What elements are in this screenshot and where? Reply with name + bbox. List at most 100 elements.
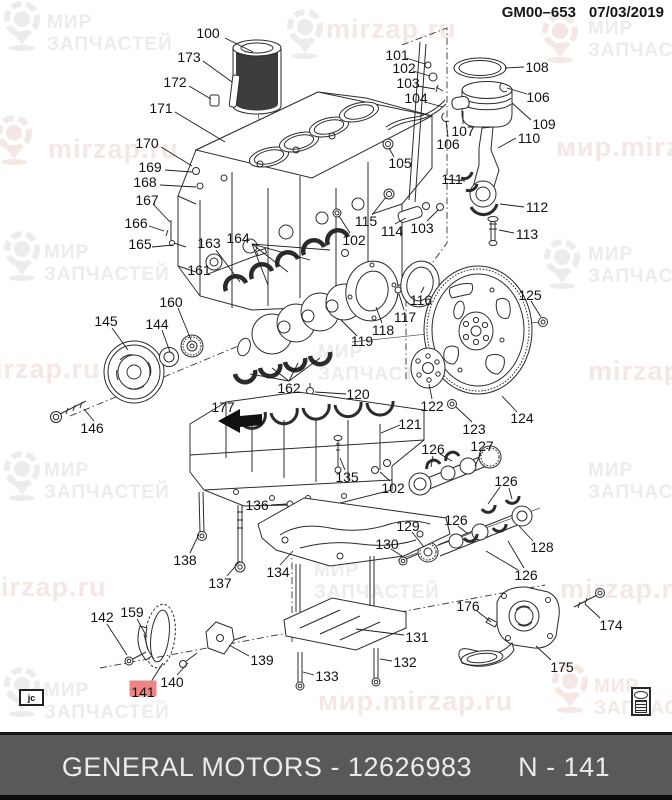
part-label[interactable]: 133: [315, 668, 339, 684]
part-label[interactable]: 130: [375, 536, 399, 552]
part-label[interactable]: 119: [351, 333, 374, 349]
part-label[interactable]: 144: [145, 316, 169, 332]
crankshaft-drawing: [223, 227, 440, 395]
part-label[interactable]: 161: [187, 262, 211, 278]
small-hardware-right: [332, 61, 447, 223]
part-label[interactable]: 114: [381, 223, 404, 239]
part-label[interactable]: 126: [421, 441, 445, 457]
view-arrow-177: [218, 409, 262, 433]
part-label[interactable]: 177: [211, 399, 235, 415]
part-label[interactable]: 173: [177, 49, 201, 65]
part-label[interactable]: 172: [163, 74, 187, 90]
small-hardware-left: [165, 74, 241, 248]
part-label[interactable]: 108: [525, 59, 549, 75]
part-label[interactable]: 102: [381, 480, 405, 496]
balance-shaft-drawing: [398, 445, 533, 566]
bedplate-drawing: [189, 391, 425, 508]
part-label[interactable]: 168: [133, 174, 157, 190]
part-label[interactable]: 136: [245, 497, 269, 513]
part-label[interactable]: 127: [470, 438, 494, 454]
part-label[interactable]: 137: [208, 575, 232, 591]
part-label[interactable]: 104: [404, 90, 428, 106]
part-label[interactable]: 126: [514, 567, 538, 583]
part-label[interactable]: 128: [530, 539, 554, 555]
part-label[interactable]: 121: [398, 416, 422, 432]
part-label[interactable]: 134: [266, 564, 290, 580]
part-label[interactable]: 167: [135, 192, 159, 208]
stamp-oval: [634, 691, 648, 699]
part-label[interactable]: 126: [494, 473, 518, 489]
highlight-box: [129, 680, 157, 697]
footer-title: GENERAL MOTORS - 12626983: [61, 752, 473, 782]
part-label[interactable]: 125: [518, 287, 542, 303]
corner-mark: jc: [19, 689, 44, 706]
part-label[interactable]: 101: [385, 47, 409, 63]
windage-tray-drawing: [257, 497, 451, 567]
oil-pan-baffle-drawing: [283, 556, 407, 691]
part-label[interactable]: 105: [388, 155, 412, 171]
part-label[interactable]: 100: [196, 25, 220, 41]
part-label[interactable]: 145: [94, 313, 118, 329]
main-bolts-drawing: [197, 491, 246, 573]
part-label[interactable]: 138: [173, 552, 197, 568]
part-label[interactable]: 122: [420, 398, 444, 414]
part-label[interactable]: 163: [197, 235, 221, 251]
part-label[interactable]: 106: [436, 136, 460, 152]
part-label[interactable]: 166: [124, 215, 148, 231]
part-label[interactable]: 117: [394, 309, 417, 325]
crank-pulley-drawing: [50, 334, 204, 423]
leader-lines: [83, 37, 601, 686]
part-label[interactable]: 115: [355, 213, 378, 229]
part-label[interactable]: 142: [90, 609, 114, 625]
part-label[interactable]: 132: [393, 654, 417, 670]
part-label[interactable]: 126: [444, 512, 468, 528]
part-label[interactable]: 113: [516, 226, 539, 242]
part-label[interactable]: 131: [405, 629, 429, 645]
part-label[interactable]: 160: [159, 294, 183, 310]
part-label[interactable]: 102: [342, 232, 366, 248]
flexplate-drawing: [410, 265, 548, 409]
part-label[interactable]: 102: [392, 60, 416, 76]
part-label[interactable]: 109: [532, 116, 556, 132]
part-label[interactable]: 165: [128, 236, 152, 252]
part-label[interactable]: 159: [120, 604, 144, 620]
piston-rod-assembly-drawing: [441, 57, 513, 246]
part-label[interactable]: 170: [135, 135, 159, 151]
part-label[interactable]: 107: [451, 123, 475, 139]
part-label[interactable]: 174: [599, 617, 623, 633]
part-label[interactable]: 111: [441, 171, 462, 187]
part-label[interactable]: 129: [396, 518, 420, 534]
engine-block-drawing: [177, 41, 434, 311]
part-label[interactable]: 139: [250, 652, 274, 668]
part-label[interactable]: 110: [518, 130, 541, 146]
part-label[interactable]: 112: [526, 199, 549, 215]
part-label[interactable]: 106: [526, 89, 550, 105]
part-label[interactable]: 175: [550, 659, 574, 675]
part-label[interactable]: 103: [396, 75, 420, 91]
part-label[interactable]: 162: [277, 380, 301, 396]
part-label[interactable]: 140: [160, 674, 184, 690]
timing-chain-drawing: [124, 603, 247, 669]
part-label[interactable]: 135: [335, 469, 359, 485]
part-label[interactable]: 146: [80, 420, 104, 436]
part-label[interactable]: 164: [226, 230, 250, 246]
document-header: GM00–653 07/03/2019: [502, 4, 664, 21]
part-label[interactable]: 171: [149, 100, 173, 116]
part-label[interactable]: 123: [462, 421, 486, 437]
part-label[interactable]: 103: [410, 220, 434, 236]
part-label[interactable]: 118: [372, 322, 395, 338]
part-label[interactable]: 116: [410, 292, 433, 308]
publisher-stamp-icon: [631, 687, 651, 716]
part-label-highlighted[interactable]: 141: [131, 684, 155, 700]
part-label[interactable]: 120: [346, 386, 370, 402]
doc-date: 07/03/2019: [588, 4, 664, 21]
footer-ref: N - 141: [518, 752, 611, 782]
doc-code: GM00–653: [501, 4, 576, 21]
stamp-grid: [635, 700, 647, 713]
part-label[interactable]: 169: [138, 159, 162, 175]
footer-bar: GENERAL MOTORS - 12626983 N - 141: [0, 732, 672, 800]
part-label[interactable]: 124: [510, 410, 534, 426]
parts-diagram: 1001731721711701691681671661651631641611…: [50, 25, 623, 700]
part-label[interactable]: 176: [456, 598, 480, 614]
